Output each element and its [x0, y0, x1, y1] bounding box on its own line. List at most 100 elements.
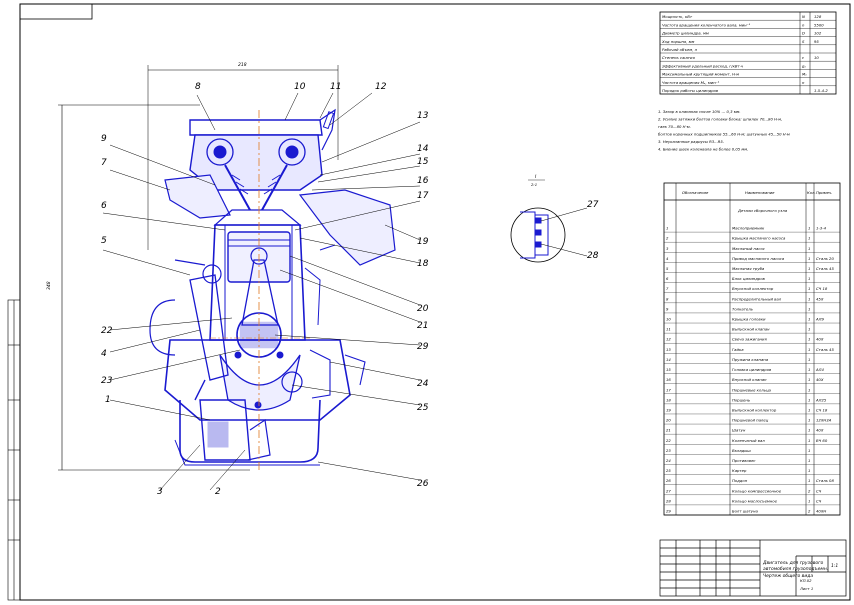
bom-n: 13 [666, 347, 671, 352]
bom-name: Толкатель [732, 306, 753, 311]
spec-value: 10 [814, 55, 819, 60]
spec-param: Частота вращения коленчатого вала, мин⁻¹ [662, 22, 751, 27]
bom-qty: 1 [808, 327, 810, 332]
title-doc-code: КП.02 [800, 578, 812, 583]
callout-27: 27 [587, 200, 599, 210]
bom-name: Картер [732, 468, 747, 473]
bom-name: Свеча зажигания [732, 337, 768, 342]
title-sheet: Лист 1 [799, 586, 813, 591]
bom-qty: 1 [808, 428, 810, 433]
spec-param: Максимальный крутящий момент, Н·м [662, 72, 739, 77]
bom-name: Масляный насос [732, 246, 766, 251]
bom-qty: 1 [808, 498, 810, 503]
bom-n: 8 [666, 296, 669, 301]
title-scale: 1:1 [831, 563, 838, 569]
callout-22: 22 [101, 326, 113, 336]
bom-name: Крышка масляного насоса [732, 236, 786, 241]
bom-name: Выпускной коллектор [732, 407, 777, 412]
callout-1: 1 [105, 395, 111, 405]
technical-notes: 1. Зазор в клапанах после 10% ... 0,3 мм… [658, 109, 790, 152]
bom-n: 23 [666, 448, 671, 453]
bom-qty: 1 [808, 256, 810, 261]
bom-name: Поршневой палец [732, 418, 769, 423]
callout-6: 6 [101, 201, 107, 211]
spec-unit: Mₑ [802, 72, 807, 77]
engine-cross-section [58, 65, 396, 471]
bom-n: 5 [666, 266, 669, 271]
bom-name: Кольцо компрессионное [732, 488, 782, 493]
bom-name: Крышка головки [732, 317, 766, 322]
bom-n: 1 [666, 226, 668, 231]
bom-qty: 1 [808, 286, 810, 291]
bom-n: 19 [666, 407, 671, 412]
spec-unit: gₑ [802, 63, 806, 68]
bom-col-qty: Кол. [807, 190, 816, 195]
note-line: 4. Биение шеек коленвала не более 0,05 м… [658, 147, 748, 152]
bom-name: Поршень [732, 397, 750, 402]
bom-n: 12 [666, 337, 671, 342]
bom-qty: 1 [808, 357, 810, 362]
spec-param: Эффективный удельный расход, г/кВт·ч [661, 63, 744, 68]
bom-name: Болт шатуна [732, 509, 759, 514]
callout-14: 14 [417, 144, 429, 154]
top-left-stamp [19, 3, 93, 20]
bom-name: Поршневые кольца [732, 387, 772, 392]
spec-unit: N [802, 14, 805, 19]
bom-note: СЧ 18 [816, 286, 828, 291]
bom-qty: 1 [808, 296, 810, 301]
bom-name: Блок цилиндров [732, 276, 766, 281]
bom-note: 40Х [816, 428, 824, 433]
callout-7: 7 [101, 158, 107, 168]
spec-unit: S [802, 39, 805, 44]
callout-leaders [102, 92, 421, 491]
spec-unit: D [802, 31, 805, 36]
bom-qty: 1 [808, 246, 810, 251]
spec-param: Рабочий объем, л [662, 47, 698, 52]
bom-n: 28 [666, 498, 671, 503]
bom-qty: 1 [808, 407, 810, 412]
bom-n: 16 [666, 377, 671, 382]
bom-qty: 1 [808, 387, 810, 392]
callout-5: 5 [101, 236, 107, 246]
bom-qty: 1 [808, 438, 810, 443]
callout-3: 3 [157, 487, 163, 497]
note-line: болтов коренных подшипников 55...60 Н·м;… [658, 132, 790, 137]
callout-26: 26 [417, 479, 429, 489]
bom-name: Привод масляного насоса [732, 256, 785, 261]
bom-n: 17 [666, 387, 671, 392]
bom-note: Сталь 45 [816, 347, 834, 352]
bom-name: Маслоприемник [732, 226, 765, 231]
bom-qty: 1 [808, 377, 810, 382]
bom-qty: 1 [808, 317, 810, 322]
bom-qty: 1 [808, 418, 810, 423]
bom-n: 9 [666, 306, 669, 311]
title-line-2: автомобиля грузоподъемн. [763, 566, 828, 572]
bom-qty: 1 [808, 276, 810, 281]
bom-qty: 1 [808, 478, 810, 483]
bom-n: 18 [666, 397, 671, 402]
callout-19: 19 [417, 237, 429, 247]
bom-note: 40Х [816, 377, 824, 382]
callout-16: 16 [417, 176, 429, 186]
bom-table: Обозначение Наименование Кол. Примеч. Де… [663, 182, 841, 516]
bom-col-note: Примеч. [816, 190, 832, 195]
spec-value: 95 [814, 39, 819, 44]
bom-qty: 1 [808, 226, 810, 231]
callout-28: 28 [587, 251, 599, 261]
bom-n: 4 [666, 256, 669, 261]
callout-13: 13 [417, 111, 429, 121]
bom-n: 26 [666, 478, 671, 483]
callout-15: 15 [417, 157, 429, 167]
bom-note: АЛ4 [815, 367, 824, 372]
callout-18: 18 [417, 259, 429, 269]
callout-12: 12 [375, 82, 387, 92]
bom-note: АЛ25 [815, 397, 827, 402]
bom-qty: 1 [808, 367, 810, 372]
callout-23: 23 [101, 376, 113, 386]
bom-name: Выпускной клапан [732, 327, 770, 332]
bom-qty: 1 [808, 468, 810, 473]
bom-section-title: Детали сборочного узла [737, 208, 788, 213]
callout-2: 2 [215, 487, 221, 497]
bom-qty: 1 [808, 236, 810, 241]
